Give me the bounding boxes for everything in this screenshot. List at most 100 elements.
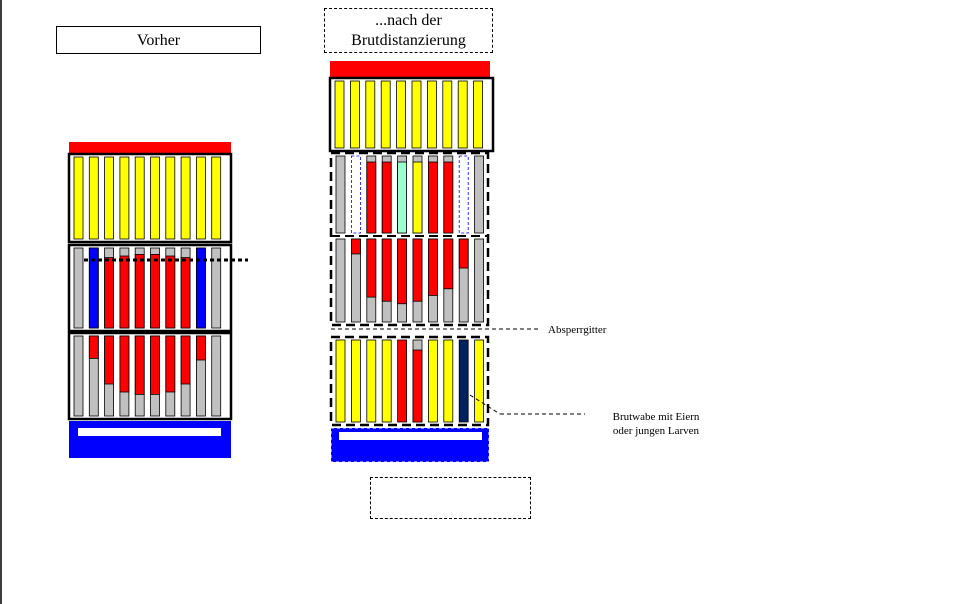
before-label: Vorher bbox=[56, 26, 261, 54]
hive-after-brood-frame bbox=[329, 151, 490, 327]
frame-brood bbox=[104, 257, 114, 329]
frame-empty-slot bbox=[350, 155, 361, 234]
frame-brood bbox=[104, 335, 114, 385]
hive-after-brood-box-3 bbox=[335, 339, 485, 423]
frame-honey bbox=[104, 156, 114, 240]
frame-honey bbox=[426, 80, 437, 149]
frame-honey bbox=[412, 161, 423, 234]
frame-brood bbox=[427, 238, 438, 296]
hive-after-lower-frame bbox=[329, 335, 490, 427]
frame-honey bbox=[211, 156, 222, 240]
frame-empty bbox=[211, 335, 222, 417]
frame-foundation bbox=[88, 247, 99, 329]
frame-honey bbox=[335, 339, 346, 423]
frame-brood bbox=[397, 238, 408, 305]
frame-empty bbox=[335, 155, 346, 234]
hive-before-honey-super bbox=[73, 156, 222, 240]
frame-brood bbox=[381, 238, 392, 302]
frame-brood bbox=[119, 335, 130, 393]
hive-after bbox=[328, 61, 585, 463]
frame-honey bbox=[473, 80, 484, 149]
frame-honey bbox=[366, 339, 377, 423]
frame-honey bbox=[427, 339, 438, 423]
frame-brood bbox=[134, 253, 145, 329]
frame-empty bbox=[474, 155, 485, 234]
frame-honey bbox=[334, 80, 345, 149]
hive-before-roof bbox=[69, 142, 231, 153]
frame-empty bbox=[335, 238, 346, 323]
hive-after-bottom-outline bbox=[330, 427, 490, 463]
absperrgitter-label: Absperrgitter bbox=[548, 324, 607, 336]
hive-before-honey-box bbox=[67, 152, 233, 244]
frame-brood bbox=[443, 238, 454, 290]
hive-before-brood-box-upper bbox=[73, 247, 222, 329]
frame-brood bbox=[180, 335, 191, 385]
frame-brood bbox=[366, 161, 377, 234]
hive-before-bottom-board bbox=[69, 421, 231, 458]
hive-before-brood-box-lower bbox=[73, 335, 222, 417]
frame-brood bbox=[381, 161, 392, 234]
hive-before-lower-box bbox=[67, 331, 233, 421]
frame-honey bbox=[443, 339, 454, 423]
frame-honey bbox=[134, 156, 145, 240]
brutwabe-label: Brutwabe mit Eiern oder jungen Larven bbox=[586, 410, 726, 438]
frame-honey bbox=[119, 156, 130, 240]
frame-honey bbox=[411, 80, 422, 149]
frame-honey bbox=[474, 339, 485, 423]
brutwabe-pointer bbox=[469, 394, 501, 415]
frame-brood bbox=[412, 238, 423, 302]
frame-honey bbox=[380, 80, 391, 149]
frame-brood bbox=[134, 335, 145, 395]
frame-honey bbox=[396, 80, 407, 149]
frame-pollen bbox=[397, 161, 408, 234]
after-label: ...nach der Brutdistanzierung bbox=[324, 8, 493, 53]
hive-before bbox=[67, 142, 248, 458]
hive-after-brood-box-2 bbox=[335, 238, 485, 323]
frame-honey bbox=[150, 156, 160, 240]
frame-brood bbox=[88, 335, 99, 359]
frame-empty bbox=[211, 247, 222, 329]
frame-brood bbox=[180, 257, 191, 329]
frame-brood bbox=[366, 238, 377, 298]
frame-brood bbox=[397, 339, 408, 423]
frame-honey bbox=[457, 80, 468, 149]
hive-after-honey-super bbox=[334, 80, 484, 149]
frame-honey bbox=[195, 156, 206, 240]
frame-brood bbox=[165, 255, 176, 329]
frame-honey bbox=[442, 80, 453, 149]
frame-empty bbox=[474, 238, 485, 323]
frame-honey bbox=[180, 156, 191, 240]
frame-brood bbox=[427, 161, 438, 234]
frame-honey bbox=[165, 156, 176, 240]
frame-honey bbox=[73, 156, 84, 240]
frame-brood bbox=[165, 335, 176, 393]
frame-brood bbox=[350, 238, 361, 255]
hive-before-upper-box bbox=[67, 243, 233, 333]
frame-empty bbox=[73, 335, 84, 417]
frame-honey bbox=[88, 156, 99, 240]
frame-brood bbox=[412, 349, 423, 423]
frame-honey bbox=[381, 339, 392, 423]
frame-egg-brood bbox=[458, 339, 469, 423]
brutwabe-label-line2: oder jungen Larven bbox=[612, 425, 700, 437]
frame-foundation bbox=[195, 247, 206, 329]
frame-honey bbox=[349, 80, 360, 149]
hive-after-honey-box bbox=[328, 76, 495, 153]
frame-brood bbox=[443, 161, 454, 234]
hive-before-entrance bbox=[78, 428, 221, 436]
frame-brood bbox=[119, 255, 130, 329]
frame-empty bbox=[73, 247, 84, 329]
hive-after-entrance bbox=[339, 432, 482, 440]
empty-dashed-box bbox=[370, 477, 531, 519]
frame-brood bbox=[458, 238, 469, 269]
frame-empty-slot bbox=[458, 155, 469, 234]
brutwabe-label-line1: Brutwabe mit Eiern bbox=[612, 411, 700, 423]
hive-after-brood-box-1 bbox=[335, 155, 485, 234]
frame-honey bbox=[350, 339, 361, 423]
frame-honey bbox=[365, 80, 376, 149]
frame-brood bbox=[195, 335, 206, 361]
frame-brood bbox=[150, 335, 160, 395]
frame-brood bbox=[150, 253, 160, 329]
hive-after-roof bbox=[330, 61, 490, 77]
